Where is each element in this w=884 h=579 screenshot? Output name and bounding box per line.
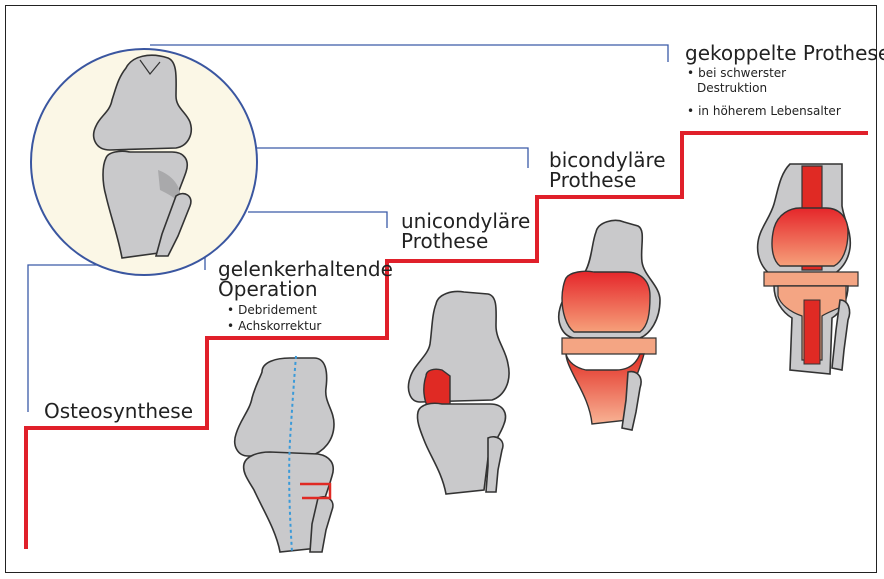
leader-line-gekoppelt bbox=[150, 45, 668, 62]
label-gekoppelt-title: gekoppelte Prothese bbox=[685, 42, 884, 64]
label-destruktion: Destruktion bbox=[697, 81, 767, 96]
label-osteosynthese: Osteosynthese bbox=[44, 400, 193, 422]
knee-bicondylaer bbox=[559, 220, 660, 430]
label-debridement: Debridement bbox=[227, 303, 317, 318]
leader-line-unicondylaer bbox=[248, 212, 387, 228]
label-unicondylaer-line2: Prothese bbox=[401, 230, 488, 252]
label-bicondylaer-line2: Prothese bbox=[549, 169, 636, 191]
leader-line-osteosynthese bbox=[28, 265, 140, 412]
label-gelenkerhaltend-line2: Operation bbox=[218, 278, 318, 300]
label-bei-schwerster: bei schwerster bbox=[687, 66, 786, 81]
label-hoeherem-lebensalter: in höherem Lebensalter bbox=[687, 104, 841, 119]
knee-gekoppelt bbox=[758, 164, 858, 374]
leader-line-bicondylaer bbox=[255, 148, 528, 168]
label-achskorrektur: Achskorrektur bbox=[227, 319, 321, 334]
magnified-knee-circle bbox=[31, 49, 257, 275]
knee-gelenkerhaltend bbox=[235, 356, 334, 552]
knee-unicondylaer bbox=[408, 292, 509, 495]
